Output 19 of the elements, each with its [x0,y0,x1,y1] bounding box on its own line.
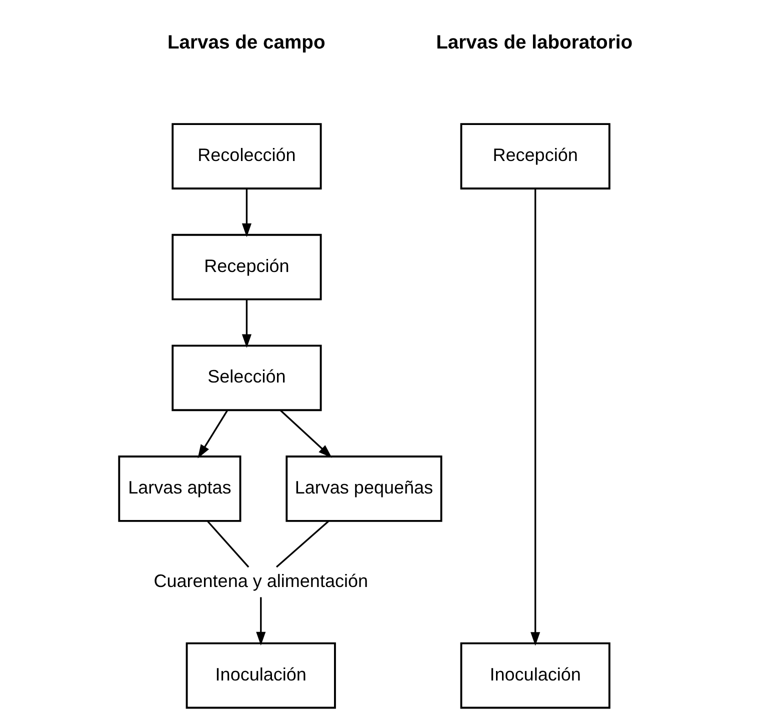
node-text: Cuarentena y alimentación [153,570,368,591]
node-box: Inoculación [185,642,336,709]
node-box: Larvas aptas [118,456,241,522]
arrow [256,597,266,646]
arrow [241,300,251,348]
arrow [197,410,228,458]
node-box: Selección [171,344,322,412]
arrow [280,410,332,458]
arrow [530,188,540,646]
node-box: Recolección [171,123,322,190]
node-box: Recepción [171,234,322,300]
node-box: Larvas pequeñas [285,456,442,522]
label: Larvas de campo [166,32,325,54]
connector [275,520,329,568]
arrow [241,188,251,238]
node-box: Inoculación [460,642,610,709]
node-box: Recepción [460,123,610,190]
label: Larvas de laboratorio [436,32,632,54]
connector [206,520,249,568]
